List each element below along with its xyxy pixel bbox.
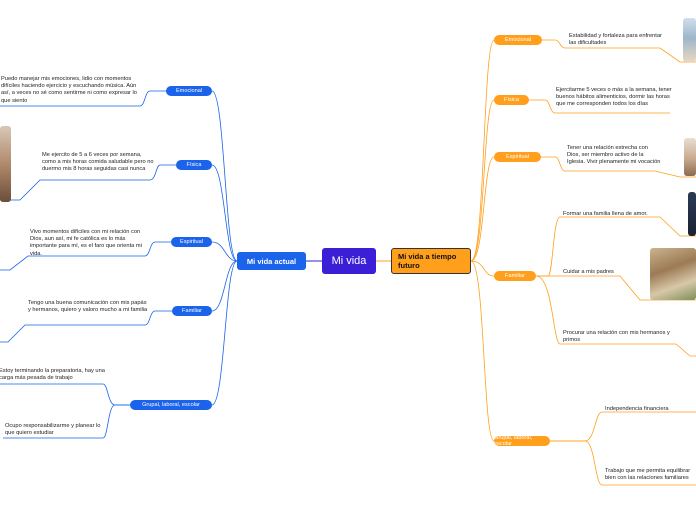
right-text-familiar-2: Cuidar a mis padres bbox=[563, 269, 614, 275]
left-text-familiar: Tengo una buena comunicación con mis pap… bbox=[28, 300, 148, 314]
left-text-grupal-2: Ocupo responsabilizarme y planear lo que… bbox=[5, 423, 101, 437]
left-text-fisica: Me ejercito de 5 a 6 veces por semana, c… bbox=[42, 152, 154, 173]
left-branch-emocional[interactable]: Emocional bbox=[166, 86, 212, 96]
central-topic[interactable]: Mi vida bbox=[322, 248, 376, 274]
right-text-familiar-1: Formar una familia llena de amor. bbox=[563, 211, 648, 217]
left-text-espiritual: Vivo momentos difíciles con mi relación … bbox=[30, 229, 142, 257]
left-branch-grupal[interactable]: Grupal, laboral, escolar bbox=[130, 400, 212, 410]
photo-person bbox=[0, 126, 11, 202]
right-text-grupal-1: Independencia financiera bbox=[605, 406, 669, 412]
right-text-familiar-3: Procurar una relación con mis hermanos y… bbox=[563, 330, 670, 344]
left-branch-espiritual[interactable]: Espiritual bbox=[171, 237, 212, 247]
right-branch-fisica[interactable]: Física bbox=[494, 95, 529, 105]
photo-beach bbox=[683, 18, 696, 62]
right-text-emocional: Estabilidad y fortaleza para enfrentar l… bbox=[569, 33, 662, 47]
photo-family bbox=[650, 248, 696, 300]
right-text-fisica: Ejercitarme 5 veces o más a la semana, t… bbox=[556, 87, 672, 108]
left-text-grupal-1: Estoy terminando la preparatoria, hay un… bbox=[0, 368, 105, 382]
photo-couple bbox=[688, 192, 696, 236]
right-branch-espiritual[interactable]: Espiritual bbox=[494, 152, 541, 162]
main-topic-future-life[interactable]: Mi vida a tiempo futuro bbox=[391, 248, 471, 274]
right-branch-grupal[interactable]: Grupal, laboral, escolar bbox=[494, 435, 550, 447]
right-branch-familiar[interactable]: Familiar bbox=[494, 271, 536, 281]
right-branch-emocional[interactable]: Emocional bbox=[494, 35, 542, 45]
left-text-emocional: Puedo manejar mis emociones, lidio con m… bbox=[1, 76, 137, 104]
right-text-grupal-2: Trabajo que me permita equilibrar bien c… bbox=[605, 468, 691, 482]
left-branch-familiar[interactable]: Familiar bbox=[172, 306, 212, 316]
main-topic-current-life[interactable]: Mi vida actual bbox=[237, 252, 306, 270]
right-text-espiritual: Tener una relación estrecha con Dios, se… bbox=[567, 145, 661, 166]
photo-hands bbox=[684, 138, 696, 176]
left-branch-fisica[interactable]: Física bbox=[176, 160, 212, 170]
